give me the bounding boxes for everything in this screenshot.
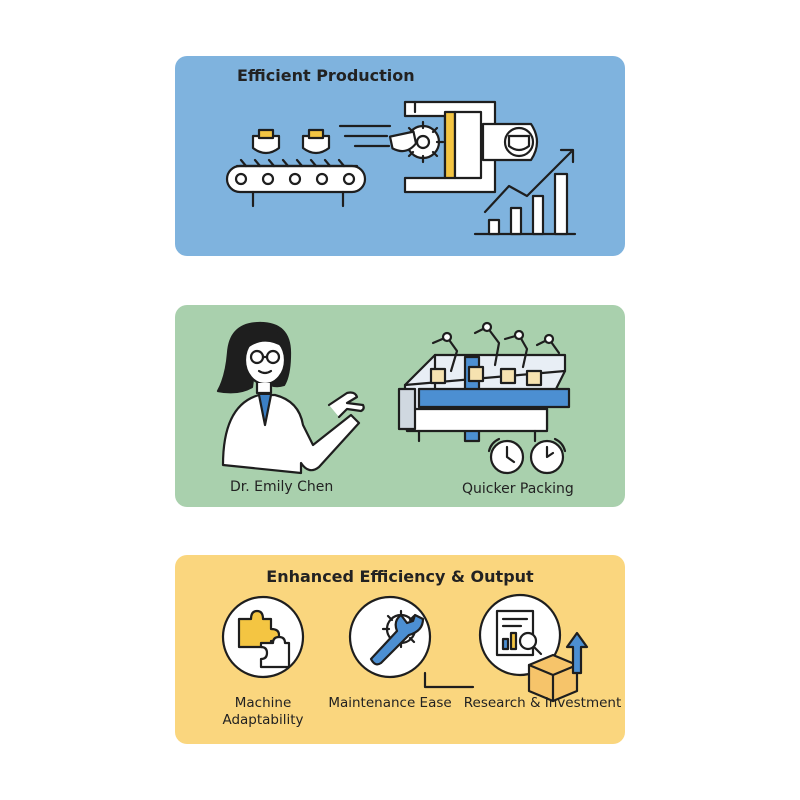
panel-enhanced-output: Enhanced Efficiency & Output Machine Ada…: [175, 555, 625, 744]
press-machine-icon: [403, 100, 497, 194]
label-machine-adaptability: Machine Adaptability: [193, 695, 333, 729]
output-illustration: [221, 593, 589, 703]
panel-efficient-production: Efficient Production: [175, 56, 625, 256]
conveyor-belt-icon: [225, 158, 367, 208]
clock-icon: [529, 437, 567, 475]
packing-machine-icon: [397, 321, 571, 443]
expert-illustration: [216, 321, 571, 475]
panel-title: Efficient Production: [237, 66, 415, 85]
growth-chart-icon: [473, 148, 577, 236]
person-name: Dr. Emily Chen: [230, 479, 334, 495]
up-arrow-icon: [565, 631, 589, 675]
clock-icon: [487, 437, 525, 475]
product-icon: [301, 128, 331, 155]
scientist-avatar: [216, 321, 365, 475]
label-research-investment: Research & Investment: [463, 695, 622, 711]
production-illustration: [225, 100, 577, 236]
product-icon: [388, 130, 418, 153]
wrench-gear-icon: [348, 595, 432, 679]
product-icon: [481, 122, 539, 162]
label-line: Adaptability: [222, 712, 304, 728]
packing-caption: Quicker Packing: [462, 481, 574, 497]
panel-expert-packing: Dr. Emily Chen Quicker Packing: [175, 305, 625, 507]
puzzle-icon: [221, 595, 305, 679]
gear-icon: [401, 120, 445, 164]
label-maintenance-ease: Maintenance Ease: [328, 695, 452, 711]
product-icon: [251, 128, 281, 155]
box-icon: [527, 653, 579, 703]
report-magnifier-icon: [478, 593, 562, 677]
label-line: Machine: [234, 695, 292, 711]
panel-title: Enhanced Efficiency & Output: [266, 567, 534, 586]
